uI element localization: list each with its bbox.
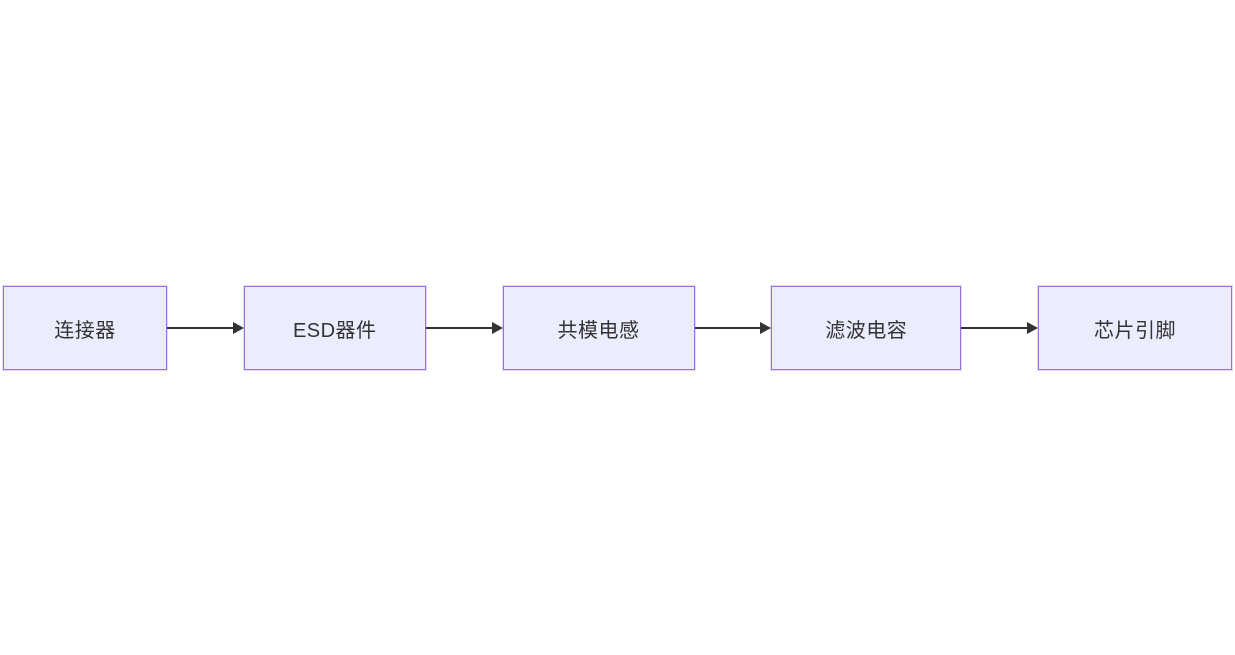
node-filter-capacitor: 滤波电容 (771, 286, 962, 370)
node-connector: 连接器 (3, 286, 167, 370)
arrow-connector-to-esd-icon (167, 327, 242, 329)
node-chip-pin: 芯片引脚 (1038, 286, 1232, 370)
flowchart-row: 连接器 ESD器件 共模电感 滤波电容 芯片引脚 (3, 286, 1232, 370)
node-esd-device-label: ESD器件 (292, 319, 377, 342)
arrow-esd-to-choke-icon (425, 327, 501, 329)
node-common-mode-choke-label: 共模电感 (557, 319, 640, 342)
node-filter-capacitor-label: 滤波电容 (825, 319, 908, 342)
node-chip-pin-label: 芯片引脚 (1094, 319, 1176, 342)
arrow-choke-to-capacitor-icon (694, 327, 770, 329)
node-common-mode-choke: 共模电感 (502, 286, 695, 370)
arrow-capacitor-to-pin-icon (961, 327, 1036, 329)
node-connector-label: 连接器 (54, 319, 116, 342)
node-esd-device: ESD器件 (243, 286, 426, 370)
